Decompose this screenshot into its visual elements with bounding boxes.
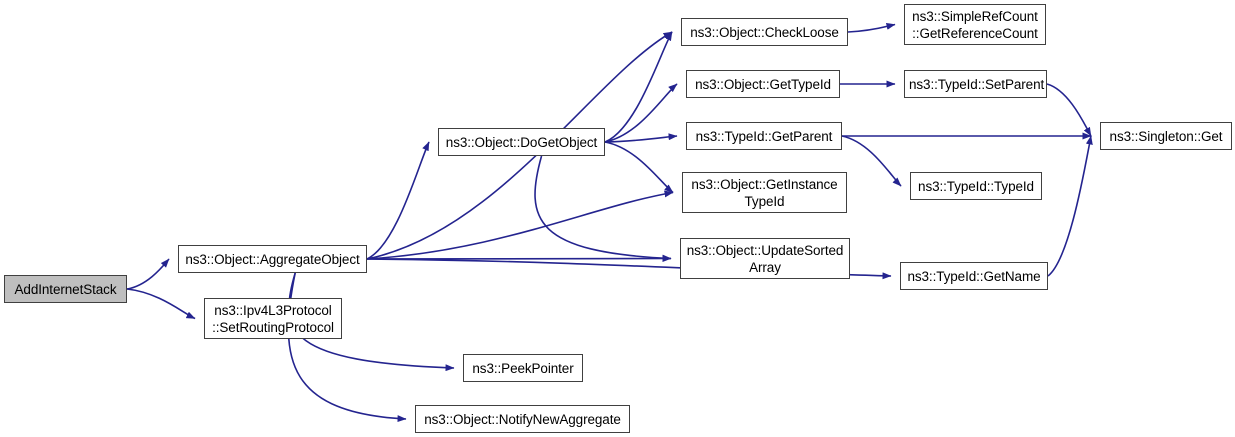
edge-do-get-object-to-get-instance-typeid	[604, 141, 674, 194]
node-typeid-typeid[interactable]: ns3::TypeId::TypeId	[910, 172, 1042, 200]
node-label: AddInternetStack	[14, 281, 117, 297]
node-do-get-object[interactable]: ns3::Object::DoGetObject	[438, 128, 605, 156]
edge-do-get-object-to-object-gettypeid	[604, 83, 678, 143]
node-label: ns3::Object::GetTypeId	[695, 76, 831, 92]
node-typeid-setparent[interactable]: ns3::TypeId::SetParent	[904, 70, 1047, 98]
node-check-loose[interactable]: ns3::Object::CheckLoose	[681, 18, 848, 46]
node-typeid-getparent[interactable]: ns3::TypeId::GetParent	[686, 122, 842, 150]
edge-typeid-setparent-to-singleton-get	[1046, 83, 1092, 137]
edge-add-internet-stack-to-aggregate-object	[126, 258, 170, 290]
node-typeid-getname[interactable]: ns3::TypeId::GetName	[900, 262, 1048, 290]
edge-aggregate-object-to-get-instance-typeid	[366, 190, 674, 260]
edge-typeid-getname-to-singleton-get	[1047, 135, 1093, 277]
node-label: ns3::TypeId::GetName	[907, 268, 1041, 284]
node-get-instance-typeid[interactable]: ns3::Object::GetInstance TypeId	[682, 172, 847, 213]
node-label: ns3::Object::DoGetObject	[445, 134, 598, 150]
node-label: ns3::Object::NotifyNewAggregate	[424, 411, 621, 427]
node-label: ns3::Ipv4L3Protocol ::SetRoutingProtocol	[212, 302, 334, 335]
edge-check-loose-to-simple-ref-count-getreferencecount	[847, 22, 896, 33]
node-simple-ref-count-getreferencecount[interactable]: ns3::SimpleRefCount ::GetReferenceCount	[904, 4, 1046, 45]
edge-typeid-getparent-to-typeid-typeid	[841, 135, 902, 187]
node-label: ns3::Object::UpdateSorted Array	[686, 242, 844, 275]
edge-aggregate-object-to-peek-pointer	[288, 272, 455, 372]
node-peek-pointer[interactable]: ns3::PeekPointer	[463, 354, 583, 382]
edge-aggregate-object-to-notify-new-aggregate	[287, 272, 407, 423]
edge-aggregate-object-to-do-get-object	[366, 141, 430, 260]
edge-do-get-object-to-update-sorted-array	[534, 155, 672, 262]
node-label: ns3::TypeId::TypeId	[918, 178, 1034, 194]
node-label: ns3::Object::CheckLoose	[690, 24, 839, 40]
node-singleton-get[interactable]: ns3::Singleton::Get	[1100, 122, 1232, 150]
node-label: ns3::Singleton::Get	[1109, 128, 1223, 144]
node-label: ns3::SimpleRefCount ::GetReferenceCount	[912, 8, 1038, 41]
node-object-gettypeid[interactable]: ns3::Object::GetTypeId	[686, 70, 840, 98]
node-label: ns3::TypeId::GetParent	[695, 128, 833, 144]
edge-add-internet-stack-to-ipv4l3protocol-setroutingprotocol	[126, 288, 196, 320]
node-label: ns3::PeekPointer	[472, 360, 574, 376]
node-aggregate-object[interactable]: ns3::Object::AggregateObject	[178, 245, 367, 273]
node-notify-new-aggregate[interactable]: ns3::Object::NotifyNewAggregate	[415, 405, 630, 433]
edges-group	[126, 22, 1093, 423]
edge-do-get-object-to-check-loose	[604, 31, 673, 143]
node-label: ns3::Object::GetInstance TypeId	[691, 176, 838, 209]
node-ipv4l3protocol-setroutingprotocol[interactable]: ns3::Ipv4L3Protocol ::SetRoutingProtocol	[204, 298, 342, 339]
node-add-internet-stack[interactable]: AddInternetStack	[4, 275, 127, 303]
node-label: ns3::Object::AggregateObject	[185, 251, 360, 267]
node-label: ns3::TypeId::SetParent	[909, 76, 1045, 92]
node-update-sorted-array[interactable]: ns3::Object::UpdateSorted Array	[680, 238, 850, 279]
edge-do-get-object-to-typeid-getparent	[604, 133, 678, 143]
